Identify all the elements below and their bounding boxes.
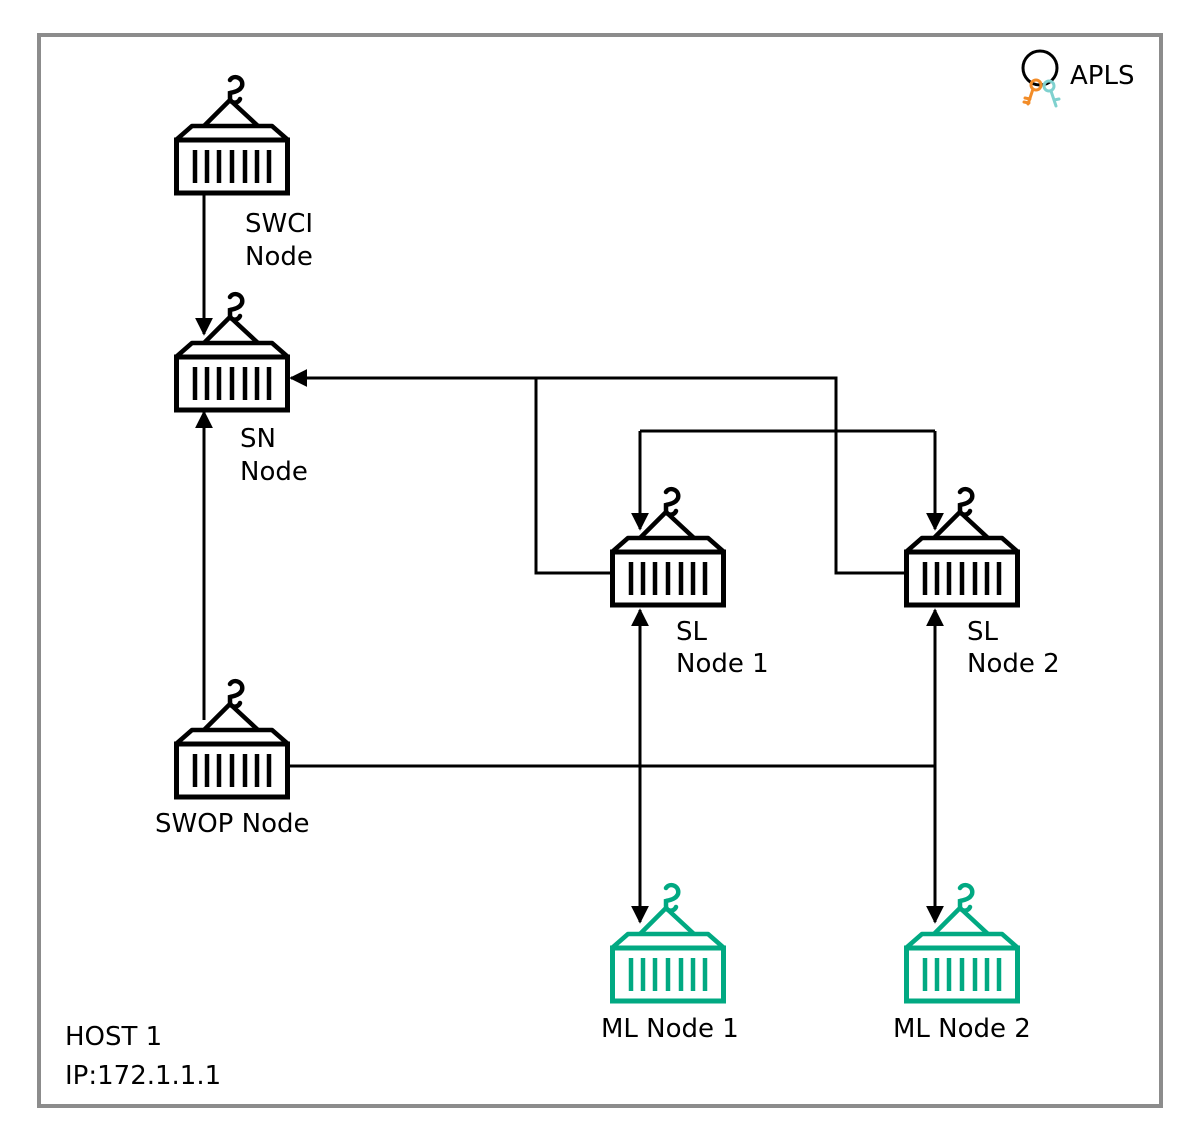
svg-text:Node: Node (245, 242, 313, 272)
svg-text:Node 2: Node 2 (967, 649, 1060, 679)
sl2-container-icon (906, 489, 1018, 605)
sn-container-icon (176, 294, 288, 410)
ml1-label: ML Node 1 (601, 1014, 739, 1044)
host-boundary (37, 33, 1163, 1108)
swci-label-1: SWCI (245, 209, 313, 239)
svg-text:HOST 1: HOST 1 (65, 1022, 162, 1052)
sn-label-2: Node (240, 457, 308, 487)
svg-text:ML Node 2: ML Node 2 (893, 1014, 1031, 1044)
sl1-container-icon (612, 489, 724, 605)
sl1-to-sn-line (534, 378, 611, 575)
ml1-container-icon (612, 885, 724, 1001)
sn-label-1: SN (240, 424, 276, 454)
svg-text:SL: SL (676, 617, 708, 647)
svg-text:SWOP Node: SWOP Node (155, 809, 309, 839)
svg-text:SWCI: SWCI (245, 209, 313, 239)
ml2-label: ML Node 2 (893, 1014, 1031, 1044)
connectors (195, 190, 944, 924)
svg-text:ML Node 1: ML Node 1 (601, 1014, 739, 1044)
apls-label: APLS (1070, 61, 1134, 91)
swci-label-2: Node (245, 242, 313, 272)
swci-node: SWCI Node (176, 77, 313, 272)
host-ip: IP:172.1.1.1 (65, 1061, 221, 1091)
swci-container-icon (176, 77, 288, 193)
svg-text:IP:172.1.1.1: IP:172.1.1.1 (65, 1061, 221, 1091)
swop-node: SWOP Node (155, 681, 309, 839)
sl2-to-sn-arrow (289, 369, 906, 575)
svg-text:SN: SN (240, 424, 276, 454)
host-info: HOST 1 IP:172.1.1.1 (65, 1022, 221, 1091)
license-keys-icon (1021, 49, 1061, 108)
sl2-label-2: Node 2 (967, 649, 1060, 679)
apls-license: APLS (1021, 49, 1134, 108)
svg-text:Node 1: Node 1 (676, 649, 769, 679)
sl1-label-1: SL (676, 617, 708, 647)
sl1-label-2: Node 1 (676, 649, 769, 679)
sl-node-2: SL Node 2 (906, 489, 1060, 679)
sl2-label-1: SL (967, 617, 999, 647)
sn-node: SN Node (176, 294, 308, 487)
ml-node-2: ML Node 2 (893, 885, 1031, 1044)
ml-node-1: ML Node 1 (601, 885, 739, 1044)
svg-text:SL: SL (967, 617, 999, 647)
swop-container-icon (176, 681, 288, 797)
sl-node-1: SL Node 1 (612, 489, 769, 679)
swop-label: SWOP Node (155, 809, 309, 839)
svg-text:APLS: APLS (1070, 61, 1134, 91)
ml2-container-icon (906, 885, 1018, 1001)
host-name: HOST 1 (65, 1022, 162, 1052)
svg-text:Node: Node (240, 457, 308, 487)
